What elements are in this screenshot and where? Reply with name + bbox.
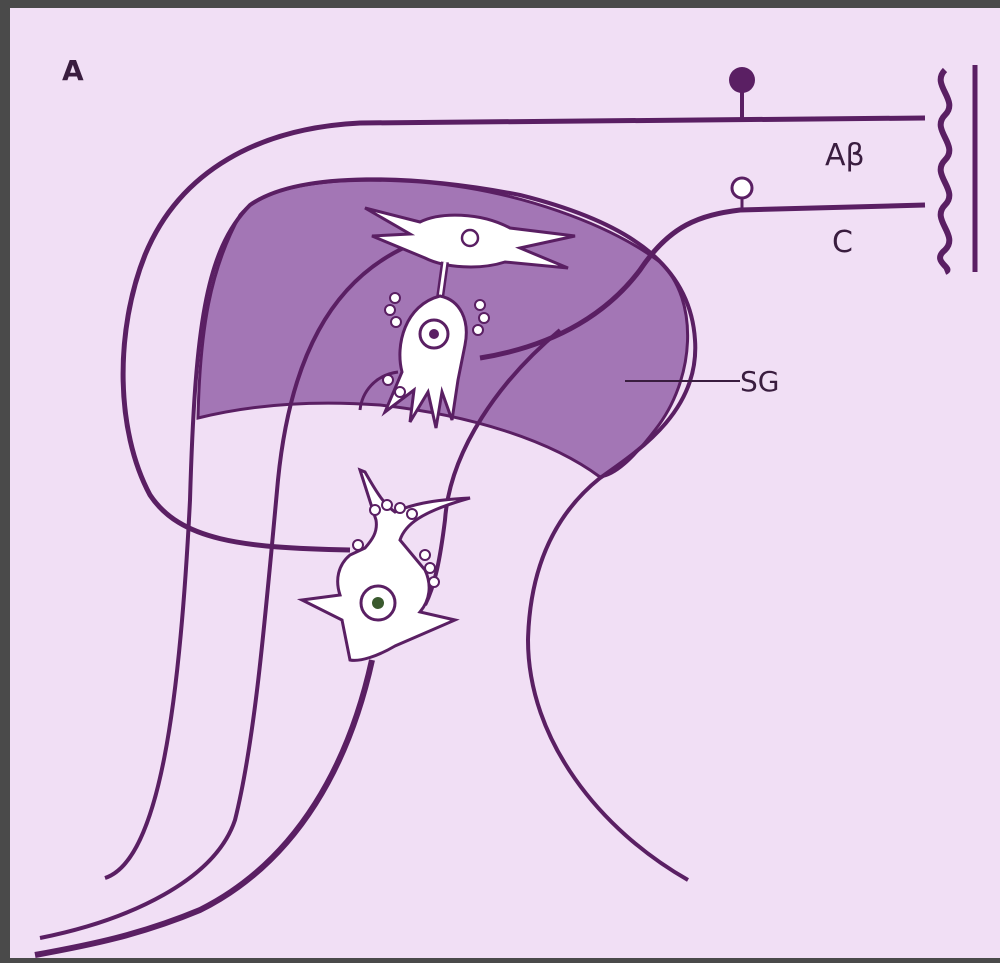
abeta-filled-terminal-icon: [729, 67, 755, 93]
c-open-terminal-icon: [732, 178, 752, 198]
panel-letter: A: [62, 54, 84, 87]
abeta-fiber-label: Aβ: [825, 138, 865, 173]
interneuron-nucleus: [462, 230, 478, 246]
c-fiber-label: C: [832, 225, 853, 260]
sg-cell-nucleus: [429, 329, 439, 339]
sg-label: SG: [740, 365, 779, 398]
projection-neuron-nucleus: [372, 597, 384, 609]
